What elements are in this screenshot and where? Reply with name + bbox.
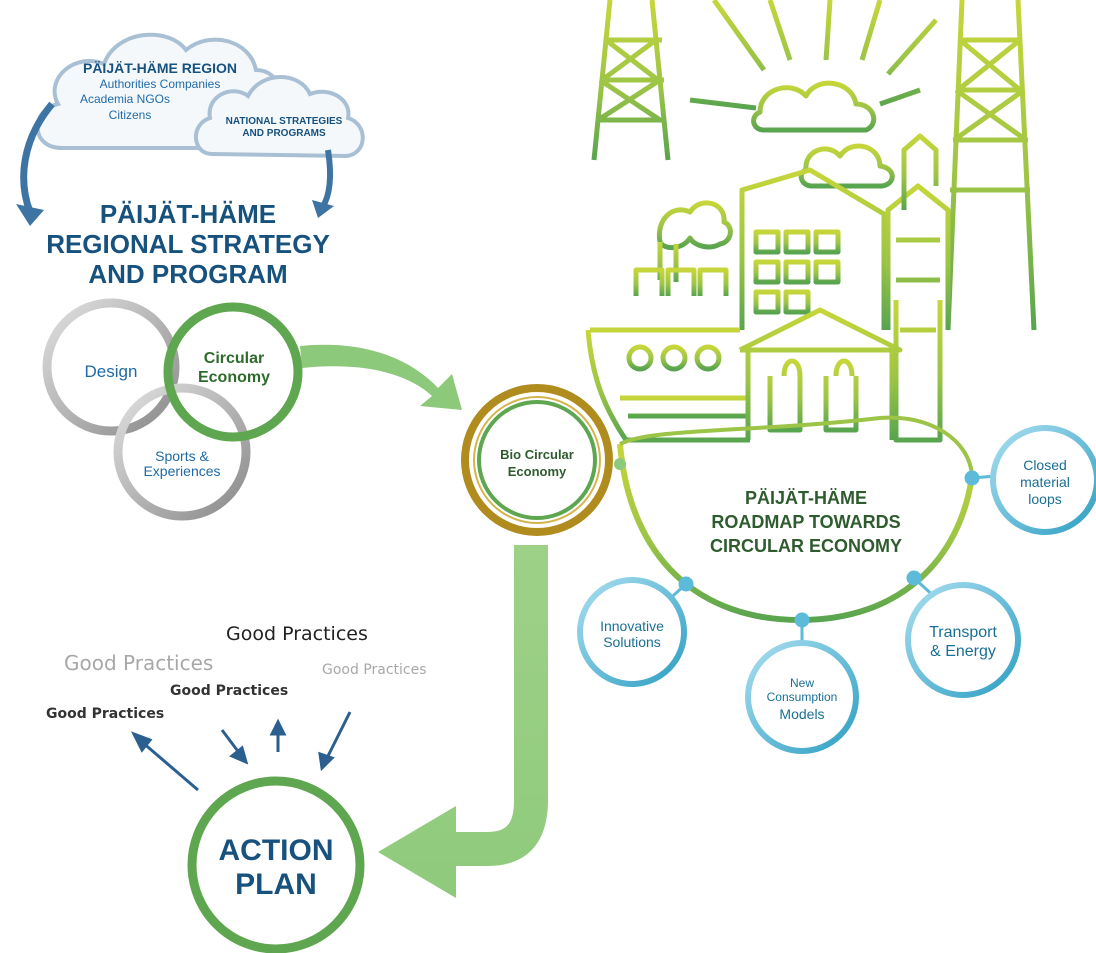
region-title: PÄIJÄT-HÄME REGION [82, 60, 237, 76]
closed-loops-label-1: Closed [1023, 457, 1067, 473]
national-line-1: NATIONAL STRATEGIES [225, 116, 343, 127]
action-plan-circle [187, 776, 365, 953]
satellite-innovative [577, 577, 687, 687]
transport-label-2: & Energy [930, 643, 996, 660]
satellite-new-consumption [745, 640, 859, 754]
closed-loops-label-2: material [1020, 474, 1070, 490]
bio-circular-label-1: Bio Circular [500, 447, 574, 462]
arrow-to-action-plan [378, 545, 548, 898]
venn-circular-circle [163, 302, 303, 442]
satellite-closed-loops [990, 425, 1096, 535]
national-line-2: AND PROGRAMS [242, 128, 326, 139]
good-practices-5: Good Practices [46, 706, 165, 722]
cloud-arrow-left [16, 101, 55, 226]
good-practices-4: Good Practices [170, 683, 289, 699]
venn-sports-label-1: Sports & [155, 448, 209, 464]
action-plan-line-2: PLAN [235, 868, 317, 901]
satellite-transport [905, 582, 1021, 698]
region-line-1: Authorities Companies [99, 77, 221, 91]
strategy-line-2: REGIONAL STRATEGY [46, 229, 330, 259]
region-line-3: Citizens [108, 108, 152, 122]
roadmap-line-1: PÄIJÄT-HÄME [744, 488, 867, 508]
arrow-to-bio-circular [300, 344, 462, 410]
venn-sports-circle [113, 383, 251, 521]
bio-circular-label-2: Economy [507, 464, 567, 479]
cloud-arrow-right [312, 149, 334, 218]
venn-design-label: Design [84, 362, 138, 381]
bio-circular-circle [461, 384, 613, 536]
good-practice-arrows [130, 711, 352, 792]
strategy-line-3: AND PROGRAM [88, 259, 288, 289]
venn-circular-label-2: Economy [197, 369, 270, 386]
new-consumption-label-1: New [789, 676, 814, 690]
good-practices-3: Good Practices [322, 662, 427, 678]
national-cloud [194, 75, 365, 159]
good-practices-2: Good Practices [64, 651, 214, 675]
venn-circular-label-1: Circular [203, 350, 265, 367]
action-plan-line-1: ACTION [218, 834, 334, 867]
innovative-label-1: Innovative [600, 618, 664, 634]
new-consumption-label-3: Models [779, 706, 825, 722]
roadmap-line-3: CIRCULAR ECONOMY [710, 536, 902, 556]
transport-label-1: Transport [929, 624, 997, 641]
region-line-2: Academia NGOs [79, 92, 171, 106]
innovative-label-2: Solutions [603, 634, 661, 650]
new-consumption-label-2: Consumption [766, 690, 838, 704]
venn-sports-label-2: Experiences [143, 463, 221, 479]
good-practices-1: Good Practices [226, 623, 368, 645]
venn-design-circle [42, 298, 180, 436]
closed-loops-label-3: loops [1028, 491, 1062, 507]
strategy-line-1: PÄIJÄT-HÄME [99, 199, 277, 229]
roadmap-line-2: ROADMAP TOWARDS [711, 512, 901, 532]
city-illustration [585, 0, 1037, 443]
